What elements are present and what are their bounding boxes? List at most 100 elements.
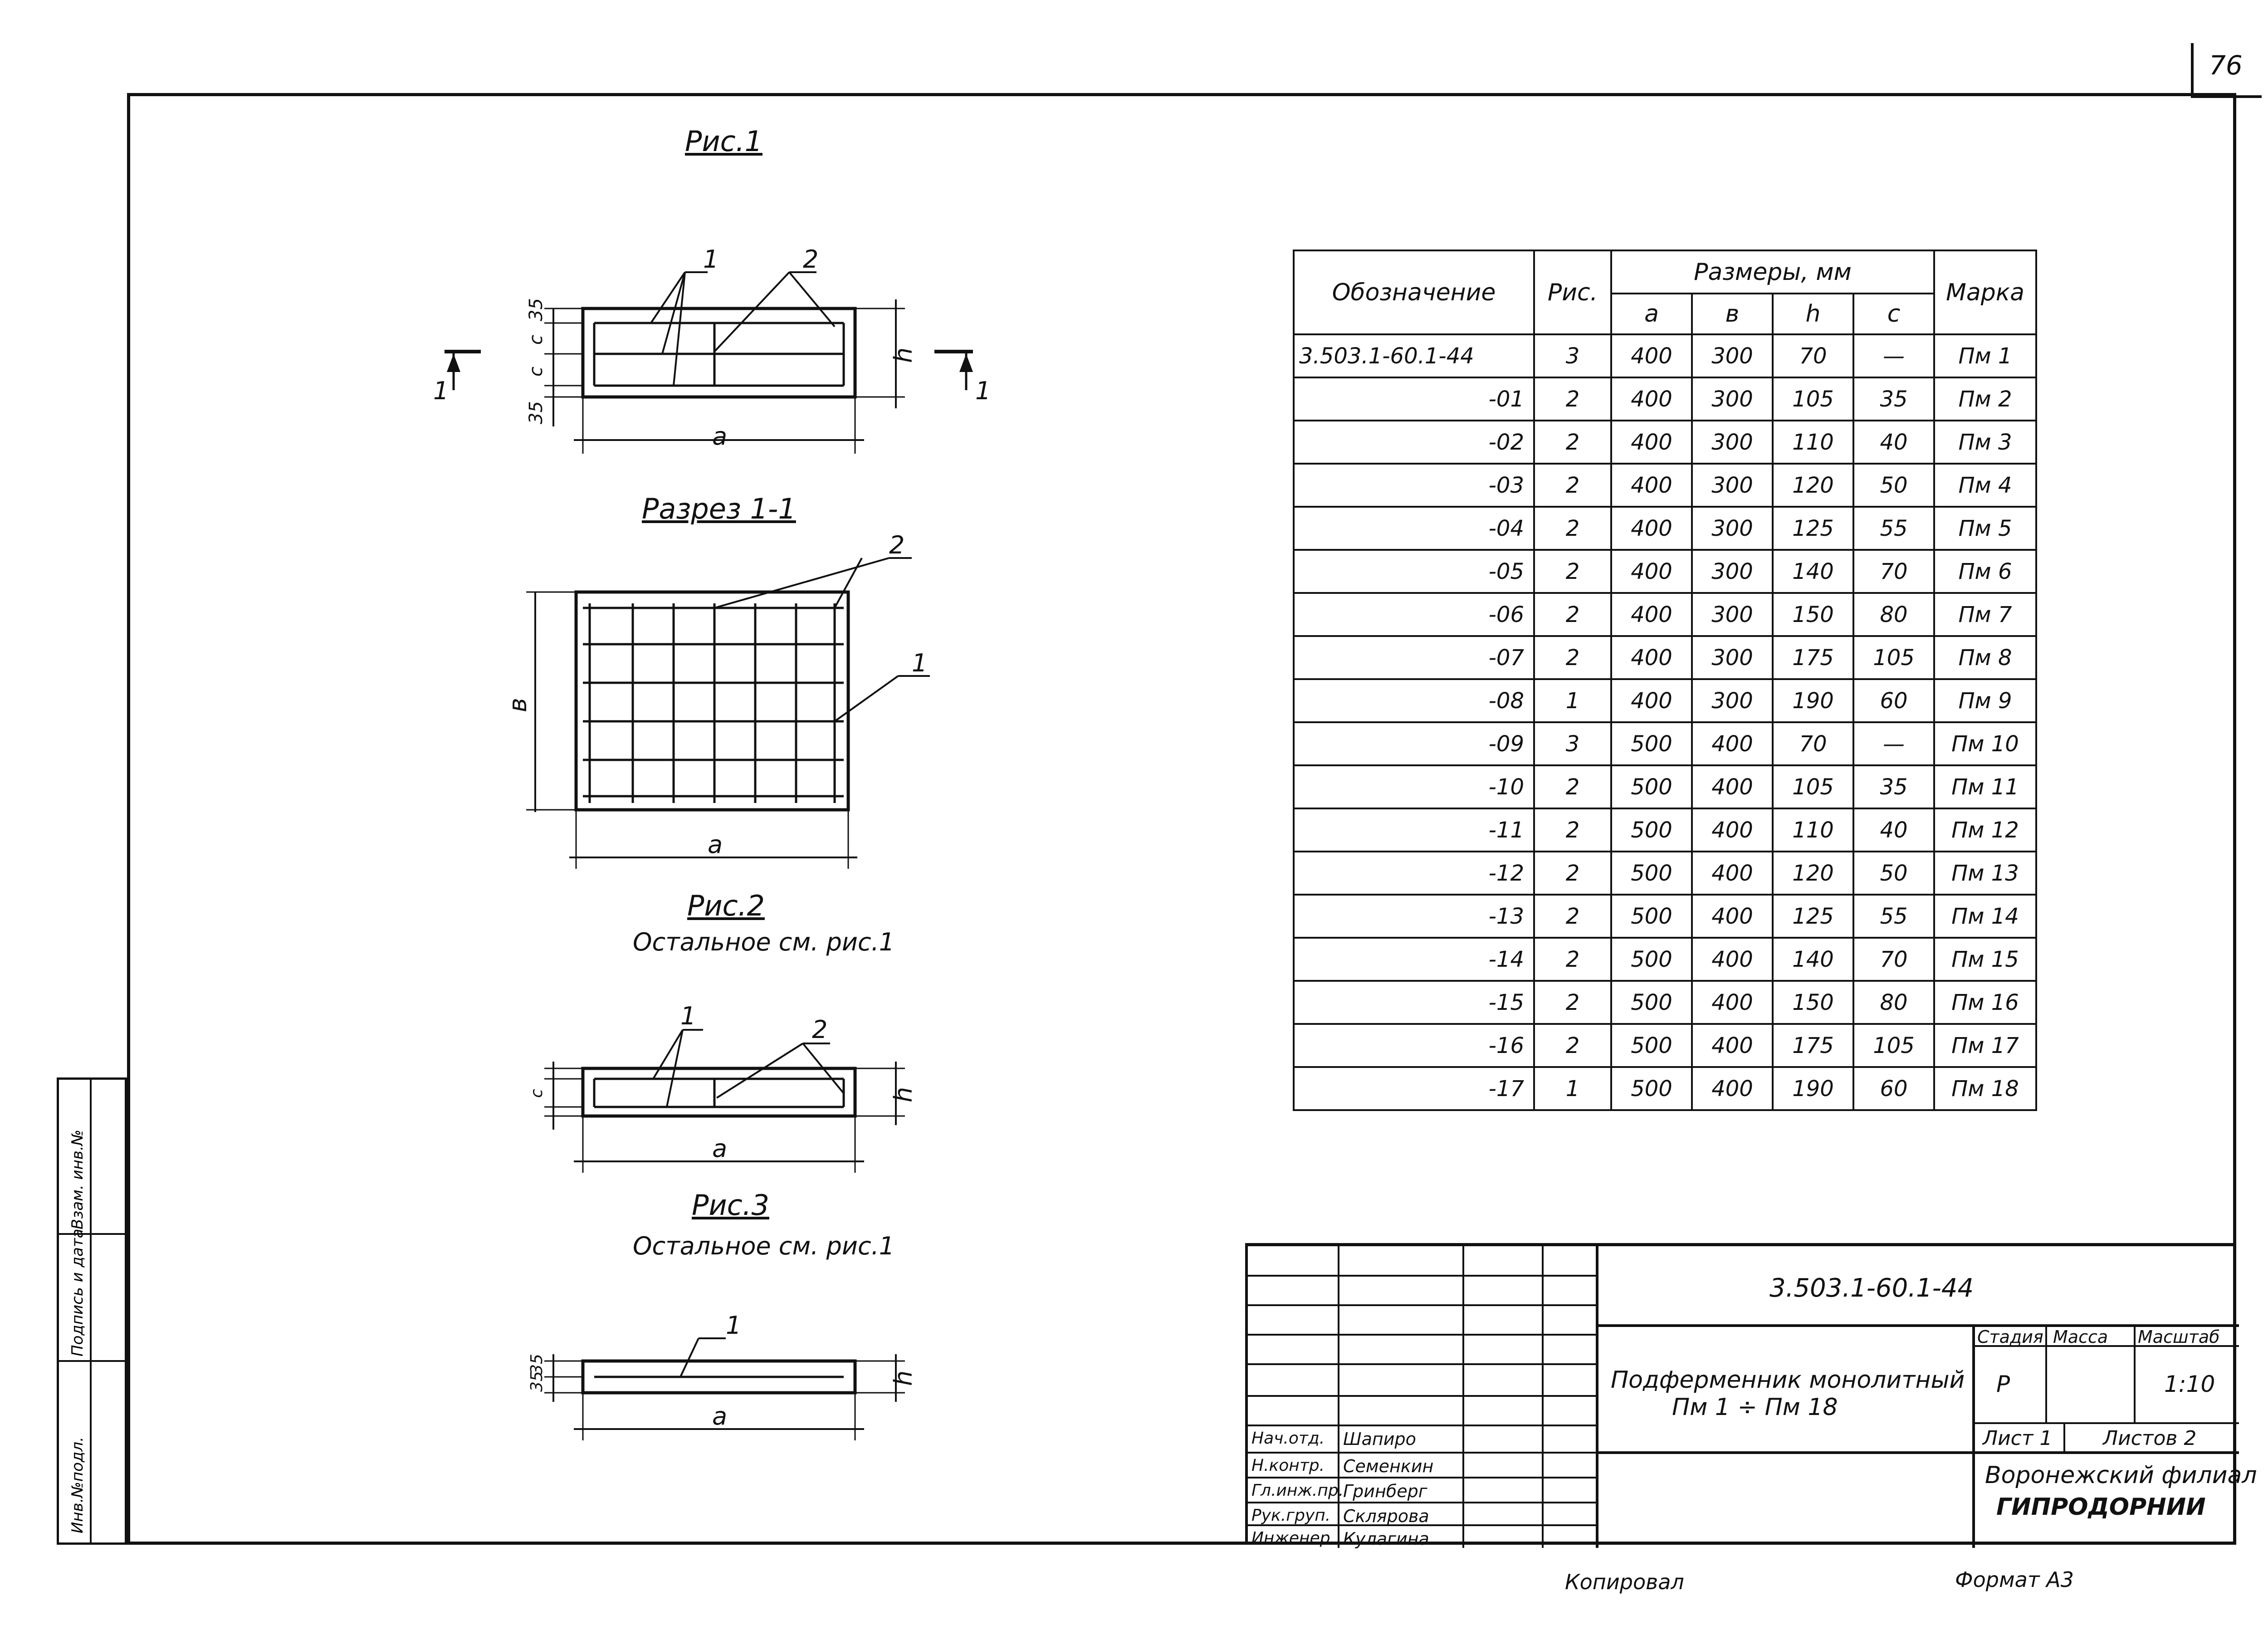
stage-value: Р	[1996, 1371, 2010, 1397]
signer-name: Шапиро	[1343, 1429, 1416, 1449]
table-cell-h: 150	[1772, 592, 1854, 637]
fig2-dim-c: c	[528, 1089, 546, 1098]
table-cell-d: -02	[1293, 420, 1535, 465]
table-cell-m: Пм 8	[1933, 635, 2037, 680]
table-cell-c: 70	[1853, 549, 1935, 594]
table-cell-b: 400	[1691, 894, 1774, 939]
table-cell-c: 35	[1853, 377, 1935, 421]
table-cell-h: 190	[1772, 1066, 1854, 1111]
table-cell-c: 70	[1853, 937, 1935, 982]
table-cell-h: 110	[1772, 808, 1854, 852]
table-cell-h: 175	[1772, 635, 1854, 680]
technical-drawings: 1 2 a 1 1 h 35 c c 35 2 1 в a 1 2 h c a …	[433, 245, 991, 1440]
signer-name: Гринберг	[1343, 1481, 1427, 1501]
table-cell-d: -09	[1293, 721, 1535, 766]
table-cell-a: 500	[1610, 851, 1693, 896]
table-cell-h: 140	[1772, 937, 1854, 982]
fig2-title: Рис.2	[687, 889, 765, 922]
table-cell-f: 2	[1533, 592, 1612, 637]
page-number-box	[2191, 43, 2262, 98]
table-cell-f: 2	[1533, 549, 1612, 594]
header-c: c	[1853, 293, 1935, 335]
table-cell-b: 300	[1691, 377, 1774, 421]
fig1-dim-c2: c	[526, 367, 547, 377]
table-cell-m: Пм 10	[1933, 721, 2037, 766]
table-cell-d: 3.503.1-60.1-44	[1293, 333, 1535, 378]
table-cell-f: 2	[1533, 1023, 1612, 1068]
table-cell-m: Пм 9	[1933, 678, 2037, 723]
table-cell-a: 400	[1610, 506, 1693, 551]
table-cell-d: -12	[1293, 851, 1535, 896]
table-cell-a: 500	[1610, 894, 1693, 939]
fig3-dim-35-top: 35	[528, 1354, 546, 1375]
table-cell-m: Пм 1	[1933, 333, 2037, 378]
table-cell-m: Пм 4	[1933, 463, 2037, 508]
table-cell-b: 300	[1691, 592, 1774, 637]
header-designation: Обозначение	[1293, 250, 1535, 335]
signer-role: Гл.инж.пр.	[1251, 1481, 1344, 1500]
header-a: a	[1610, 293, 1693, 335]
fig2-dim-a: a	[712, 1134, 727, 1163]
title-block-grid	[1248, 1246, 2239, 1548]
table-cell-m: Пм 16	[1933, 980, 2037, 1025]
signer-role: Нач.отд.	[1251, 1429, 1325, 1448]
sheet-number: Лист 1	[1983, 1427, 2053, 1450]
fig1-dim-c1: c	[526, 335, 547, 345]
table-cell-m: Пм 13	[1933, 851, 2037, 896]
fig1-dim-35-bottom: 35	[526, 401, 547, 424]
table-cell-c: 55	[1853, 894, 1935, 939]
table-cell-f: 2	[1533, 506, 1612, 551]
table-cell-f: 2	[1533, 808, 1612, 852]
fig2-dim-h: h	[889, 1087, 918, 1102]
table-cell-d: -06	[1293, 592, 1535, 637]
header-sizes: Размеры, мм	[1610, 250, 1935, 294]
fig2-pos2-label: 2	[812, 1015, 827, 1044]
table-cell-a: 500	[1610, 764, 1693, 809]
fig2-pos1-label: 1	[680, 1002, 696, 1030]
sidebar-inv-orig: Инв.№подл.	[68, 1437, 87, 1533]
table-cell-c: 60	[1853, 678, 1935, 723]
table-cell-h: 190	[1772, 678, 1854, 723]
table-cell-b: 400	[1691, 937, 1774, 982]
table-cell-b: 400	[1691, 721, 1774, 766]
table-cell-d: -11	[1293, 808, 1535, 852]
table-cell-a: 500	[1610, 808, 1693, 852]
table-cell-d: -03	[1293, 463, 1535, 508]
table-cell-c: 80	[1853, 592, 1935, 637]
fig1-pos2-label: 2	[803, 245, 818, 274]
sheet-count: Листов 2	[2103, 1427, 2197, 1450]
table-cell-m: Пм 12	[1933, 808, 2037, 852]
table-cell-m: Пм 5	[1933, 506, 2037, 551]
section-pos2-label: 2	[889, 531, 904, 559]
table-cell-f: 2	[1533, 463, 1612, 508]
mass-label: Масса	[2053, 1327, 2108, 1347]
table-cell-a: 400	[1610, 333, 1693, 378]
fig2-note: Остальное см. рис.1	[633, 928, 895, 956]
signer-role: Н.контр.	[1251, 1456, 1325, 1475]
signer-role: Рук.груп.	[1251, 1506, 1331, 1525]
scale-label: Масштаб	[2138, 1327, 2220, 1347]
table-cell-f: 2	[1533, 851, 1612, 896]
table-cell-h: 175	[1772, 1023, 1854, 1068]
signer-name: Семенкин	[1343, 1456, 1434, 1476]
page-number: 76	[2209, 50, 2243, 81]
footer-copied: Копировал	[1565, 1570, 1684, 1594]
table-cell-b: 300	[1691, 549, 1774, 594]
table-cell-c: —	[1853, 333, 1935, 378]
title-block: 3.503.1-60.1-44 Подферменник монолитный …	[1245, 1243, 2257, 1549]
fig3-note: Остальное см. рис.1	[633, 1232, 895, 1260]
table-cell-b: 400	[1691, 808, 1774, 852]
table-cell-a: 500	[1610, 1023, 1693, 1068]
table-cell-d: -07	[1293, 635, 1535, 680]
table-cell-h: 140	[1772, 549, 1854, 594]
table-cell-d: -15	[1293, 980, 1535, 1025]
